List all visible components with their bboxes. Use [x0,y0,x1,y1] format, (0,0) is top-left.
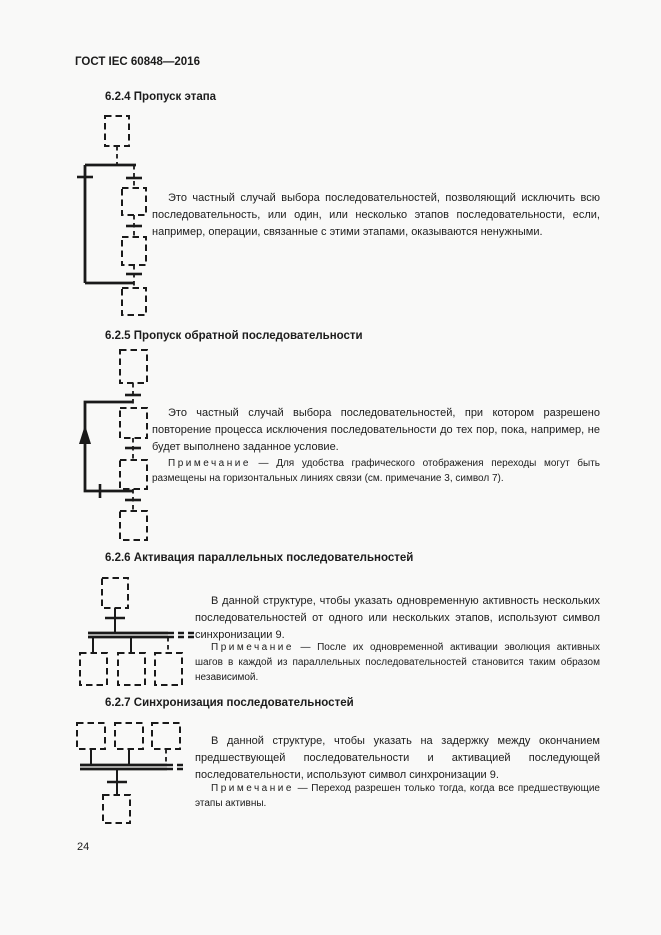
step-box [102,794,131,824]
note-label: Примечание [168,458,251,469]
note-body: — Переход разрешен только тогда, когда в… [195,783,600,809]
step-box [119,459,148,490]
section-note-6-2-6: Примечание — После их одновременной акти… [195,640,600,685]
link-line [92,637,169,653]
section-body-6-2-4: Это частный случай выбора последовательн… [152,192,600,238]
note-label: Примечание [211,642,294,653]
step-box [76,722,181,750]
section-heading-6-2-6: 6.2.6 Активация параллельных последовате… [105,552,414,564]
step-box [121,187,147,216]
section-note-6-2-7: Примечание — Переход разрешен только тог… [195,781,600,811]
synchronization-bar [80,763,185,771]
step-box [101,577,129,609]
step-box [104,115,130,147]
step-box [121,236,147,266]
step-box [119,407,148,439]
sequence-synchronization-diagram [76,722,185,824]
section-heading-6-2-5: 6.2.5 Пропуск обратной последовательност… [105,330,363,342]
parallel-sequences-activation-diagram [79,577,198,686]
step-box [119,510,148,541]
note-label: Примечание [211,783,294,794]
note-body: — Для удобства графического отображения … [152,458,600,484]
loop-back-line [83,400,133,493]
note-body: — После их одновременной активации эволю… [195,642,600,683]
section-note-6-2-5: Примечание — Для удобства графического о… [152,456,600,486]
section-heading-6-2-7: 6.2.7 Синхронизация последовательностей [105,697,354,709]
step-box [119,349,148,384]
section-body-6-2-6: В данной структуре, чтобы указать одновр… [195,595,600,641]
document-header: ГОСТ IEC 60848—2016 [75,56,200,68]
link-line [90,749,167,765]
bypass-line [83,163,136,285]
loop-arrow [79,425,91,444]
page-number: 24 [77,841,90,853]
step-box [79,652,183,686]
section-body-6-2-7: В данной структуре, чтобы указать на зад… [195,735,600,781]
step-box [121,287,147,316]
step-skip-diagram [77,115,147,316]
synchronization-bar [88,631,198,639]
section-heading-6-2-4: 6.2.4 Пропуск этапа [105,91,217,103]
backward-sequence-skip-diagram [79,349,148,541]
section-body-6-2-5: Это частный случай выбора последовательн… [152,407,600,453]
